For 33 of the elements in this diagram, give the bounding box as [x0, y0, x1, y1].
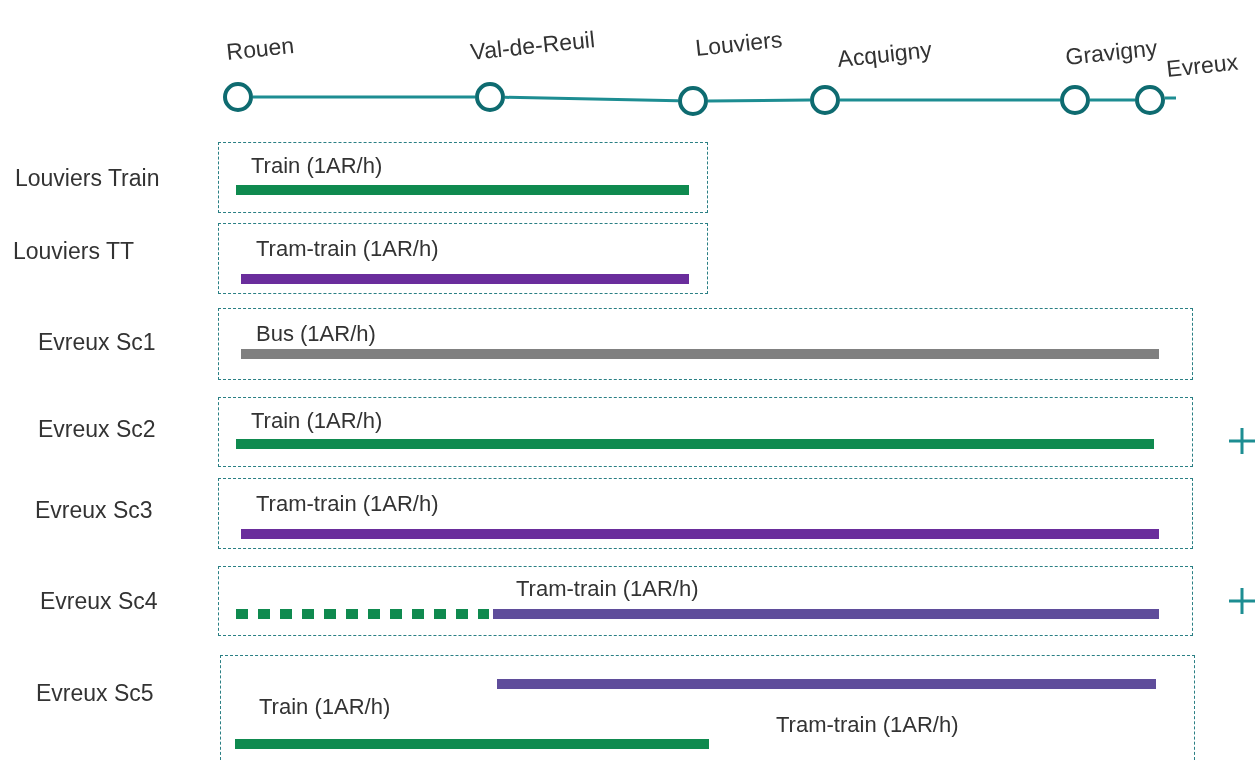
row-label: Louviers TT: [13, 238, 134, 265]
service-label: Tram-train (1AR/h): [256, 491, 439, 517]
service-label: Train (1AR/h): [259, 694, 391, 720]
station-name: Val-de-Reuil: [469, 26, 597, 66]
line-segment: [1090, 98, 1135, 102]
line-segment: [504, 95, 679, 103]
station-name: Acquigny: [836, 36, 934, 73]
station-name: Louviers: [694, 26, 784, 62]
station-name: Gravigny: [1064, 34, 1159, 71]
scenario-box: [218, 478, 1193, 549]
line-segment: [253, 95, 475, 99]
scenario-box: [218, 397, 1193, 467]
scenario-box: [218, 308, 1193, 380]
line-segment: [840, 98, 1060, 102]
row-label: Evreux Sc2: [38, 416, 156, 443]
service-label: Tram-train (1AR/h): [516, 576, 699, 602]
row-label: Evreux Sc4: [40, 588, 158, 615]
service-label: Bus (1AR/h): [256, 321, 376, 347]
row-label: Evreux Sc3: [35, 497, 153, 524]
station-name: Evreux: [1165, 48, 1240, 83]
scenario-box: [218, 142, 708, 213]
row-label: Evreux Sc5: [36, 680, 154, 707]
station-name: Rouen: [225, 32, 296, 66]
line-segment: [708, 98, 810, 103]
service-label: Train (1AR/h): [251, 153, 383, 179]
scenario-box: [220, 655, 1195, 760]
service-label: Train (1AR/h): [251, 408, 383, 434]
scenario-box: [218, 223, 708, 294]
service-label: Tram-train (1AR/h): [256, 236, 439, 262]
row-label: Evreux Sc1: [38, 329, 156, 356]
row-label: Louviers Train: [15, 165, 160, 192]
service-label: Tram-train (1AR/h): [776, 712, 959, 738]
scenario-box: [218, 566, 1193, 636]
